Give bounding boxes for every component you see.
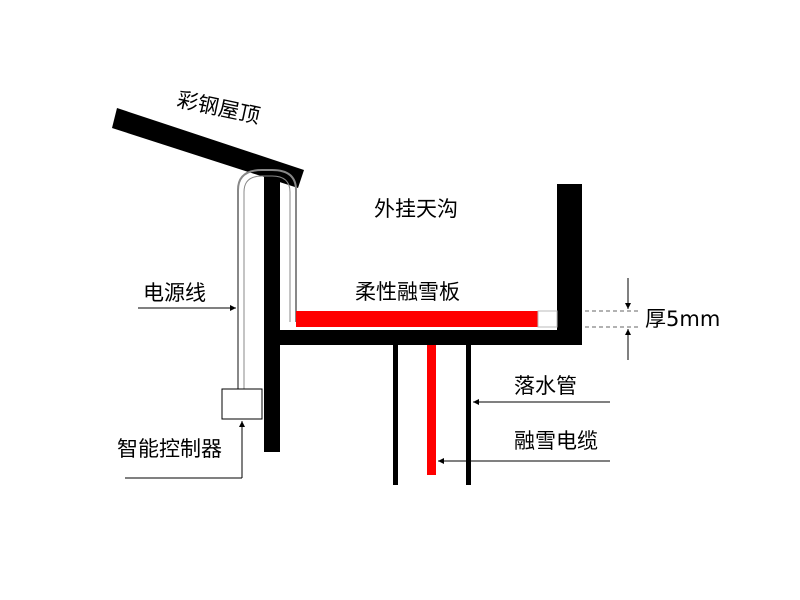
heating-cable-label: 融雪电缆 [514,429,598,453]
gutter-label: 外挂天沟 [374,197,458,221]
gutter-bottom [264,330,582,345]
roof-label: 彩钢屋顶 [175,87,262,128]
controller-label: 智能控制器 [117,437,222,461]
heating-plate [296,311,538,327]
power-line-inner [243,175,291,389]
smart-controller-box [221,388,263,420]
gutter-right-wall [557,184,582,344]
power-line-label: 电源线 [143,281,206,305]
gutter-left-wall [264,176,280,452]
steel-roof [112,108,304,188]
heating-plate-label: 柔性融雪板 [355,280,460,304]
power-line [237,169,297,389]
heating-cable [427,345,436,475]
drain-pipe-label: 落水管 [514,374,577,398]
drain-pipe-left [393,345,398,485]
thickness-label: 厚5mm [645,307,720,331]
heating-plate-end [537,310,558,328]
drain-pipe-right [466,345,471,485]
